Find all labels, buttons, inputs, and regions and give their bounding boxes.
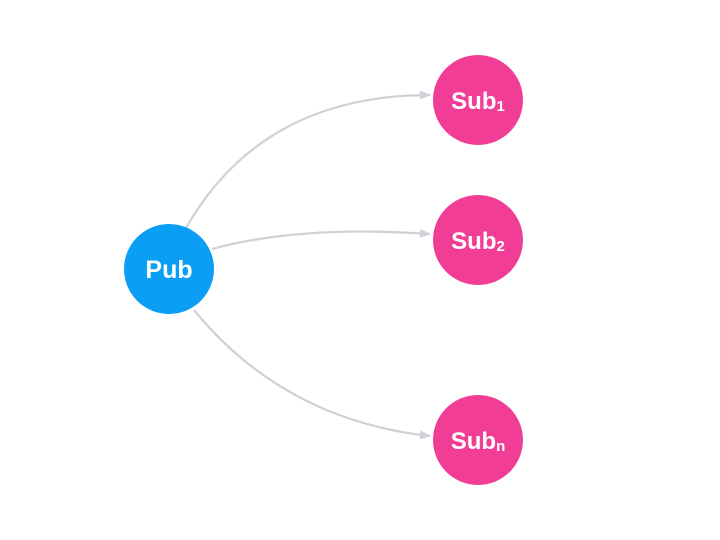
subscriber-node-2: Sub2: [433, 195, 523, 285]
subscriber-circle-1: [433, 55, 523, 145]
subscriber-label-2-base: Sub: [451, 228, 496, 255]
subscriber-label-1-subscript: 1: [496, 98, 504, 115]
subscriber-label-n: Subn: [451, 428, 506, 455]
subscriber-label-1: Sub1: [451, 88, 505, 115]
subscriber-label-2-subscript: 2: [496, 238, 504, 255]
subscriber-label-2: Sub2: [451, 228, 505, 255]
edge-pub-to-sub-1: [185, 90, 431, 229]
subscriber-node-1: Sub1: [433, 55, 523, 145]
edge-pub-to-sub-n: [193, 309, 431, 440]
subscriber-label-n-base: Sub: [451, 428, 496, 455]
publisher-circle: [124, 224, 214, 314]
subscriber-circle-2: [433, 195, 523, 285]
subscriber-label-1-base: Sub: [451, 88, 496, 115]
subscriber-circle-n: [433, 395, 523, 485]
publisher-label: Pub: [145, 256, 192, 284]
subscriber-label-n-subscript: n: [496, 438, 505, 455]
publisher-node: Pub: [124, 224, 214, 314]
subscriber-node-n: Subn: [433, 395, 523, 485]
edge-pub-to-sub-2: [211, 228, 431, 251]
